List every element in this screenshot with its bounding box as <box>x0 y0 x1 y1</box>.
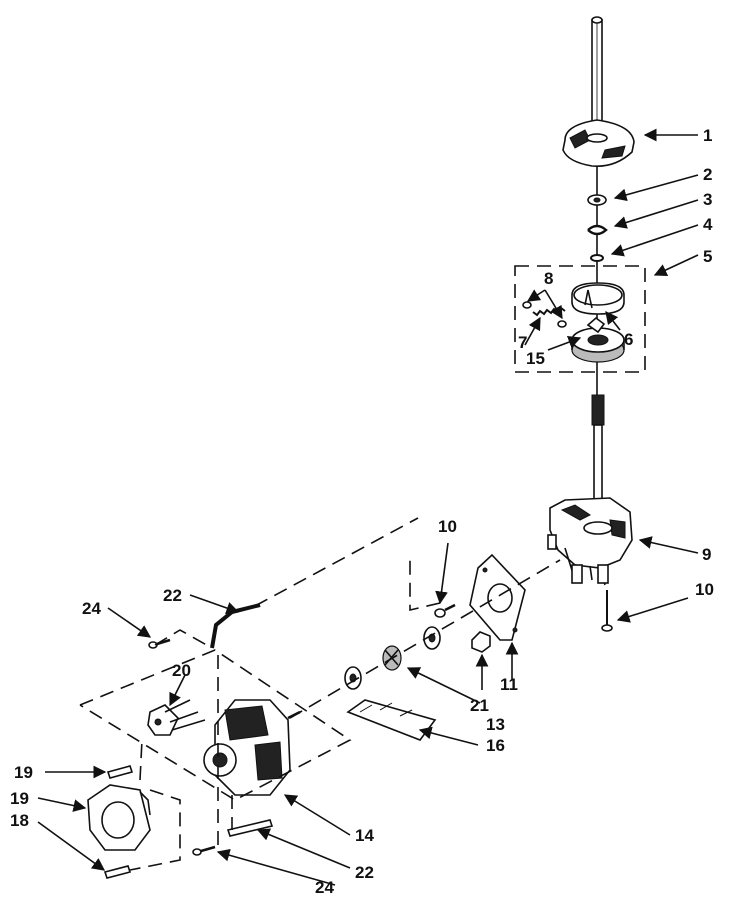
part-9-gearcase <box>547 497 633 586</box>
callout-19-upper: 19 <box>14 763 33 782</box>
callout-9: 9 <box>702 545 711 564</box>
callout-16: 16 <box>486 736 505 755</box>
callout-3: 3 <box>703 190 712 209</box>
part-19-screw-lower <box>103 865 132 879</box>
callout-14: 14 <box>355 826 374 845</box>
part-22-bracket-upper <box>210 603 261 649</box>
part-24-screw-upper <box>148 638 171 649</box>
part-16-pad <box>346 699 437 741</box>
callout-13: 13 <box>486 715 505 734</box>
mounting-plate <box>469 553 526 641</box>
part-3-spring-clip <box>587 224 608 236</box>
callout-24-lower: 24 <box>315 878 334 897</box>
assembly-dashed-lines <box>79 517 561 871</box>
callout-22-upper: 22 <box>163 586 182 605</box>
part-1-cam-assembly <box>562 119 635 168</box>
part-4-ring <box>590 254 604 262</box>
callout-1: 1 <box>703 126 712 145</box>
callout-4: 4 <box>703 215 713 234</box>
callout-20: 20 <box>172 661 191 680</box>
callout-22-lower: 22 <box>355 863 374 882</box>
callout-21: 21 <box>470 696 489 715</box>
callout-labels: 1 2 3 4 5 8 6 7 15 9 10 10 11 21 13 16 1… <box>10 126 714 897</box>
part-2-washer <box>587 194 607 206</box>
part-13-coupler-center <box>382 645 402 671</box>
callout-6: 6 <box>624 330 633 349</box>
callout-11: 11 <box>500 675 518 694</box>
callout-15: 15 <box>526 349 545 368</box>
part-14-motor <box>203 699 301 796</box>
part-19-screw-upper <box>106 765 134 779</box>
part-10-screw-left <box>434 603 456 618</box>
part-20-switch <box>147 699 206 736</box>
callout-10-upper: 10 <box>438 517 457 536</box>
callout-2: 2 <box>703 165 712 184</box>
part-5-clutch-kit-box <box>514 265 646 373</box>
callout-10-right: 10 <box>695 580 714 599</box>
callout-8: 8 <box>544 269 553 288</box>
part-8-pins <box>522 301 567 328</box>
part-11-nut <box>471 631 491 653</box>
callout-19-lower: 18 <box>10 811 29 830</box>
part-24-screw-lower <box>192 845 216 856</box>
part-21-coupler-right <box>423 626 441 650</box>
part-22-bracket-lower <box>226 819 274 837</box>
callout-7: 7 <box>518 333 527 352</box>
part-6-clutch-band <box>571 282 625 315</box>
callout-leaders <box>37 128 699 886</box>
part-10-screw-right <box>601 590 613 632</box>
callout-18: 19 <box>10 789 29 808</box>
callout-24-upper: 24 <box>82 599 101 618</box>
callout-5: 5 <box>703 247 712 266</box>
part-18-motor-shield <box>87 784 151 851</box>
splined-shaft <box>591 394 605 526</box>
